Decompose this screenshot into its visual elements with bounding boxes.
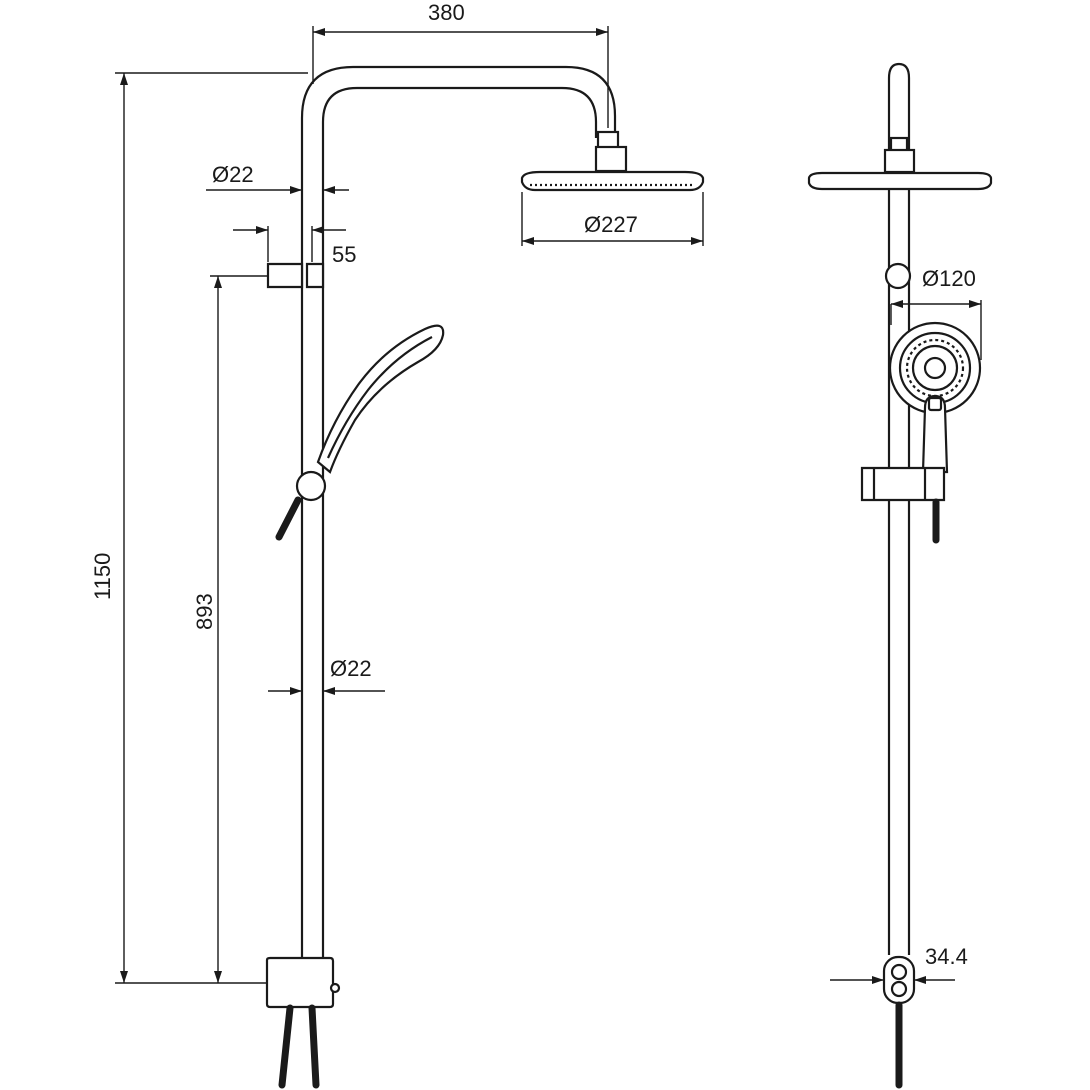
- dim-pipe-diameter-top: Ø22: [212, 162, 254, 187]
- dim-pipe-diameter-bottom: Ø22: [330, 656, 372, 681]
- hose-stub: [275, 496, 302, 541]
- side-pipe: [887, 62, 911, 955]
- inlet-hose-left: [278, 1004, 294, 1089]
- dim-hand-shower-diameter: Ø120: [922, 266, 976, 291]
- riser-pipe: [300, 65, 617, 958]
- top-bracket: [266, 262, 304, 289]
- head-nut: [594, 145, 628, 173]
- side-holder: [860, 466, 946, 502]
- bottom-connector: [265, 956, 335, 1009]
- dim-top-width: 380: [428, 0, 465, 25]
- dim-bracket-offset: 55: [332, 242, 356, 267]
- side-head: [807, 171, 993, 191]
- hand-shower-handle: [921, 394, 949, 474]
- dim-slide-height: 893: [192, 593, 217, 630]
- front-view: [265, 65, 705, 1089]
- dim-connector-width: 34.4: [925, 944, 968, 969]
- arm-connector: [596, 130, 620, 150]
- inlet-hose-right: [308, 1004, 320, 1089]
- slider-holder: [295, 470, 327, 502]
- dim-head-diameter: Ø227: [584, 212, 638, 237]
- hand-shower: [316, 324, 445, 474]
- overhead-shower-head: [520, 170, 705, 192]
- dim-total-height: 1150: [90, 553, 115, 600]
- dimension-lines: [115, 26, 982, 984]
- side-joint: [884, 262, 912, 290]
- dimension-labels: 380 Ø22 55 Ø227 1150 893 Ø22 Ø120 34.4: [90, 0, 976, 969]
- side-view: [807, 62, 993, 1089]
